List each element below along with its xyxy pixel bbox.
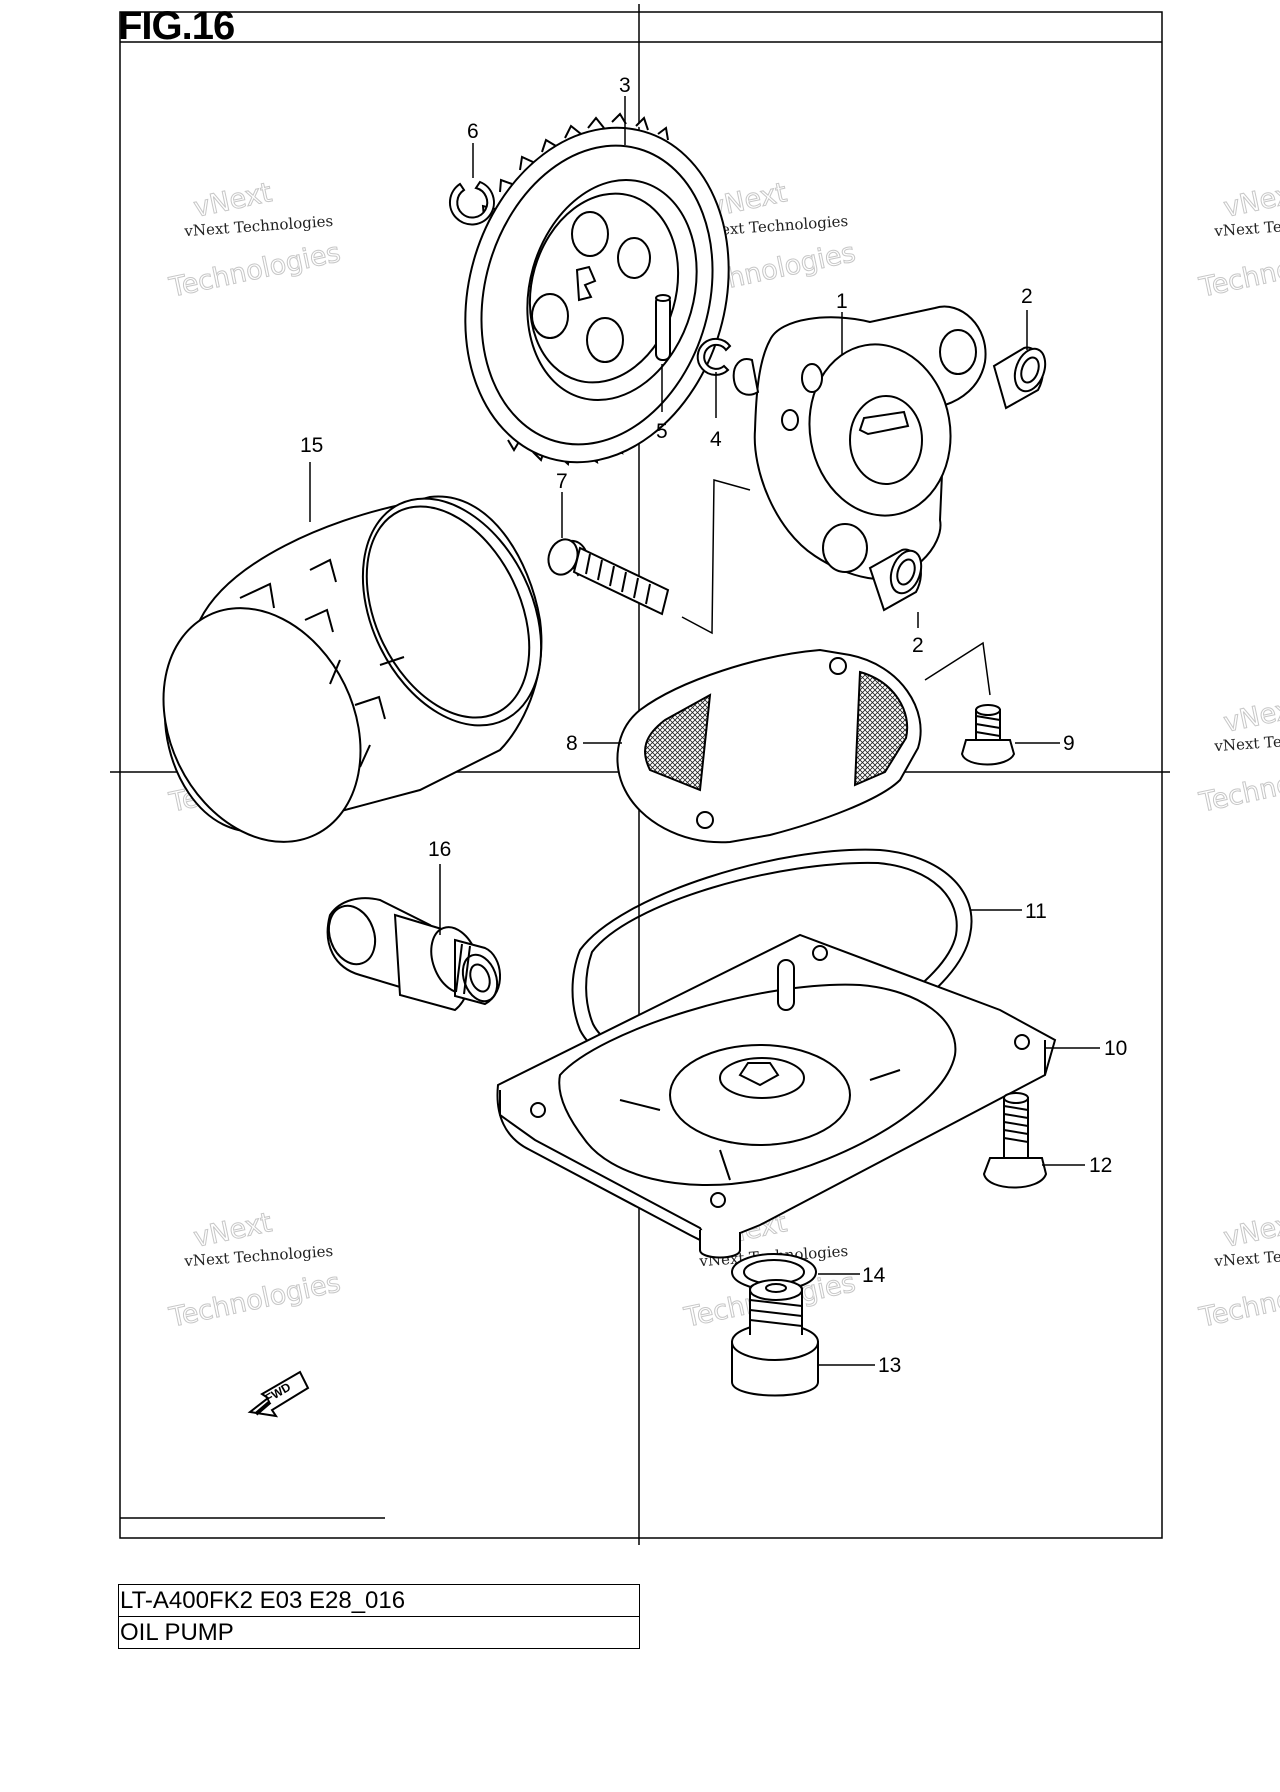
callout-10: 10 [1104,1037,1127,1060]
callout-7: 7 [556,470,568,493]
svg-text:Technologies: Technologies [1196,1267,1280,1334]
part-oil-strainer [616,648,922,844]
watermark: vNext vNext Technologies Technologies [1196,692,1280,820]
part-pin [655,294,671,361]
callout-2-lower: 2 [912,634,924,657]
leader-lines [309,96,1100,1366]
callout-14: 14 [862,1264,886,1287]
callout-12: 12 [1089,1154,1112,1177]
part-oil-filter [162,495,543,843]
callout-2-upper: 2 [1021,285,1033,308]
part-dowel-pin-lower [868,548,923,612]
callout-13: 13 [878,1354,901,1377]
part-dowel-pin-upper [992,346,1047,410]
part-drain-plug [731,1279,819,1397]
watermark: vNext vNext Technologies Technologies [1196,177,1280,305]
svg-text:Technologies: Technologies [1196,752,1280,819]
watermark: vNext vNext Technologies Technologies [166,1207,344,1335]
part-bolt-strainer [960,704,1016,766]
callout-15: 15 [300,434,323,457]
section-name: OIL PUMP [119,1616,639,1648]
info-table: LT-A400FK2 E03 E28_016 OIL PUMP [118,1584,640,1649]
callout-3: 3 [619,74,631,97]
part-e-clip [696,337,732,376]
callout-5: 5 [656,420,668,443]
callout-11: 11 [1025,900,1047,923]
model-code: LT-A400FK2 E03 E28_016 [120,1587,406,1614]
callout-9: 9 [1063,732,1075,755]
svg-text:Technologies: Technologies [166,1267,343,1334]
svg-text:vNext: vNext [1221,1207,1280,1254]
assembly-line-bolt [681,479,751,635]
part-oil-pump-gear [464,112,730,466]
watermark: vNext vNext Technologies Technologies [1196,1207,1280,1335]
part-washer [731,1253,817,1291]
part-bolt-pump [547,538,670,616]
part-bolt-pan [982,1092,1048,1189]
svg-text:vNext: vNext [1221,692,1280,739]
svg-text:vNext: vNext [1221,177,1280,224]
part-pressure-switch [326,897,501,1012]
watermark: vNext vNext Technologies Technologies [166,177,344,305]
part-o-ring [571,848,973,1081]
assembly-line-bolt-9 [924,641,991,696]
part-oil-pump [732,305,987,580]
callout-1: 1 [836,290,848,313]
svg-text:Technologies: Technologies [166,237,343,304]
callout-6: 6 [467,120,479,143]
fwd-arrow: FWD [247,1370,310,1418]
callout-4: 4 [710,428,722,451]
callout-labels: 1 2 2 3 4 5 6 7 8 9 10 11 12 13 14 15 16 [300,74,1127,1377]
part-oil-pan [496,933,1057,1259]
callout-8: 8 [566,732,578,755]
part-circlip [448,180,495,226]
callout-16: 16 [428,838,451,861]
svg-text:Technologies: Technologies [1196,237,1280,304]
